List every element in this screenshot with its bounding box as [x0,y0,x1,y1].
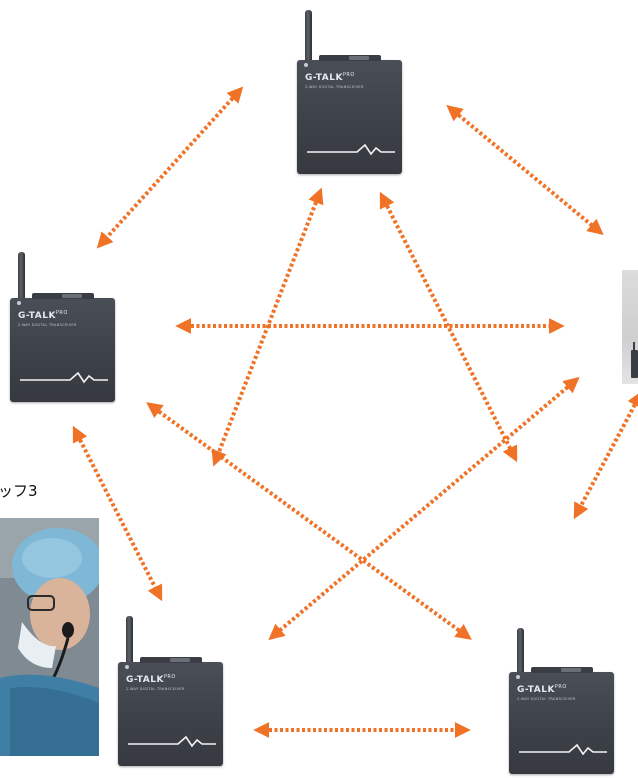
brand-label: G-TALKPRO [305,72,355,83]
antenna-icon [18,252,25,308]
model-label: 2-WAY DIGITAL TRANSCEIVER [126,687,185,691]
transceiver-left: G-TALKPRO 2-WAY DIGITAL TRANSCEIVER [10,252,115,402]
antenna-icon [517,628,524,682]
antenna-icon [633,342,635,352]
arrow-left-bottom-right [146,402,472,640]
brand-label: G-TALKPRO [517,684,567,695]
arrow-top-right [446,104,604,236]
brand-label: G-TALKPRO [126,674,176,685]
pulse-wave-icon [20,371,108,384]
brand-label: G-TALKPRO [18,310,68,321]
antenna-icon [305,10,312,72]
transceiver-bottom-right: G-TALKPRO 2-WAY DIGITAL TRANSCEIVER [509,628,614,774]
arrow-left-bottom-left [72,425,163,602]
arrow-right-bottom-right [573,390,638,520]
transceiver-top: G-TALKPRO 2-WAY DIGITAL TRANSCEIVER [297,10,402,174]
staff-photo-cropped [622,270,638,384]
pulse-wave-icon [307,143,395,156]
mini-transceiver [631,350,638,378]
model-label: 2-WAY DIGITAL TRANSCEIVER [305,85,364,89]
model-label: 2-WAY DIGITAL TRANSCEIVER [18,323,77,327]
pulse-wave-icon [519,743,607,756]
staff-caption: ッフ3 [0,482,38,500]
arrow-right-bottom-left [268,376,580,641]
model-label: 2-WAY DIGITAL TRANSCEIVER [517,697,576,701]
pulse-wave-icon [128,735,216,748]
staff-photo-surgeon [0,518,99,756]
arrow-top-left [96,86,244,249]
transceiver-bottom-left: G-TALKPRO 2-WAY DIGITAL TRANSCEIVER [118,616,223,766]
antenna-icon [126,616,133,672]
